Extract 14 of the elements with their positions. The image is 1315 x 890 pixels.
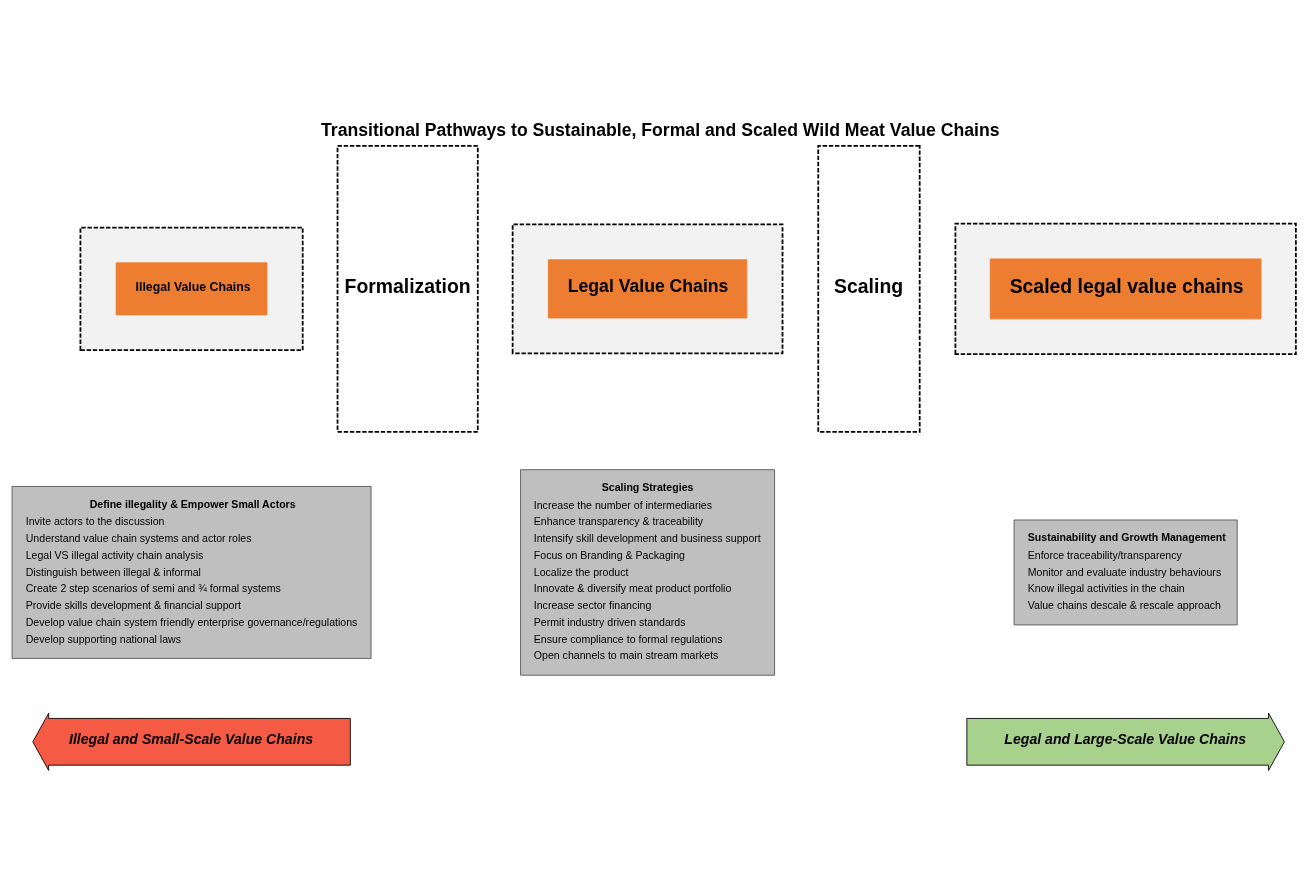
node-box: Sustainability and Growth Management Enforce traceability/transparency Monitor and evaluate industry behaviours Know illegal activities in the chain Value chains descale & rescale approach <box>1013 519 1238 626</box>
node-box: Scaled legal value chains <box>989 258 1262 320</box>
node-box: Legal Value Chains <box>547 259 748 319</box>
node-box: Define illegality & Empower Small Actors Invite actors to the discussion Understand value chain systems and actor roles Legal VS illegal activity chain analysis Distinguish between illegal & informal Create 2 step scenarios of semi and ¾ formal systems Provide skills development & financial support Develop value chain system friendly enterprise governance/regulations Develop supporting national laws <box>11 486 372 659</box>
cluster <box>79 226 304 352</box>
node-box: Scaling <box>817 145 921 433</box>
node-box: Scaling Strategies Increase the number of intermediaries Enhance transparency & traceability Intensify skill development and business support Focus on Branding & Packaging Localize the product Innovate & diversify meat product portfolio Increase sector financing Permit industry driven standards Ensure compliance to formal regulations Open channels to main stream markets <box>520 469 776 676</box>
node-box: Formalization <box>336 145 479 433</box>
cluster <box>511 223 784 355</box>
node-box: Illegal Value Chains <box>115 262 268 316</box>
label: Illegal and Small-Scale Value Chains <box>68 731 314 748</box>
diagram-title: Transitional Pathways to Sustainable, Formal and Scaled Wild Meat Value Chains <box>321 120 1000 141</box>
cluster <box>954 222 1297 356</box>
label: Legal and Large-Scale Value Chains <box>1004 731 1247 748</box>
